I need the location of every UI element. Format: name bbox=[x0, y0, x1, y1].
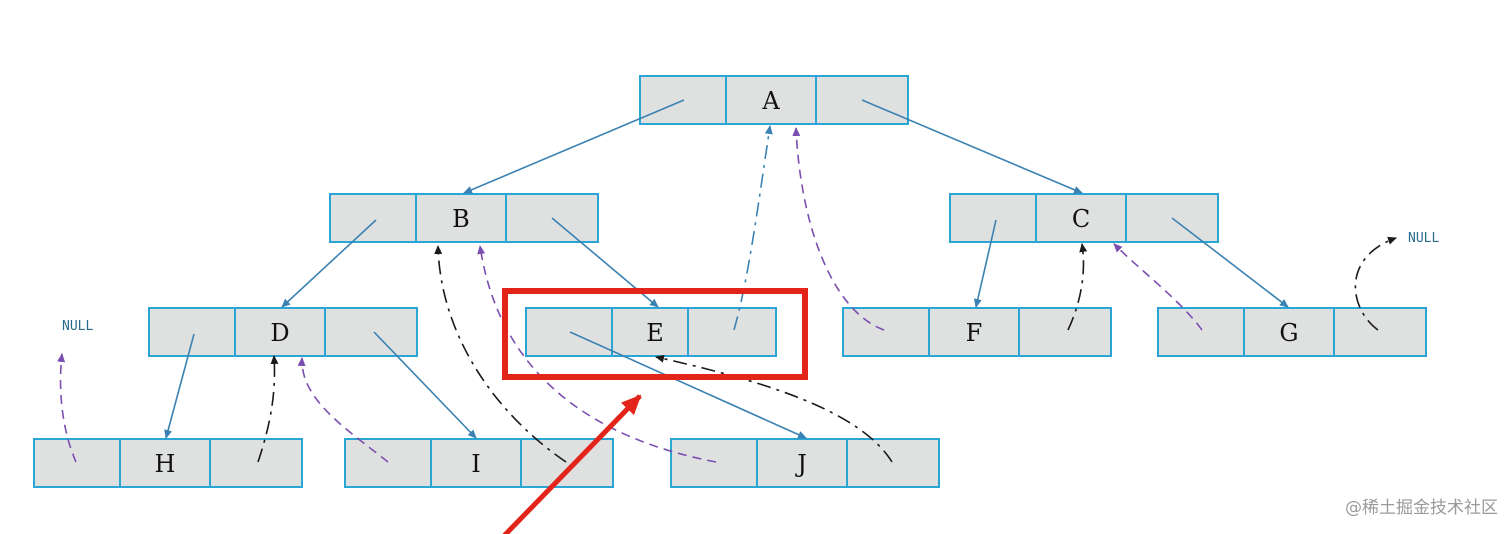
node-H-right-cell bbox=[209, 438, 303, 488]
link-D-to-H bbox=[164, 333, 195, 439]
node-G: G bbox=[1157, 307, 1427, 357]
node-H-data-cell bbox=[119, 438, 211, 488]
node-I-right-cell bbox=[520, 438, 614, 488]
node-C-right-cell bbox=[1125, 193, 1219, 243]
null-label-left: NULL bbox=[62, 319, 93, 334]
node-H-left-cell bbox=[33, 438, 121, 488]
node-D-left-cell bbox=[148, 307, 236, 357]
node-E-data-cell bbox=[611, 307, 689, 357]
node-G-left-cell bbox=[1157, 307, 1245, 357]
thread-F-to-A bbox=[792, 127, 885, 331]
thread-H-to-null bbox=[57, 353, 77, 463]
node-F-data-cell bbox=[928, 307, 1020, 357]
node-J: J bbox=[670, 438, 940, 488]
thread-H-to-D bbox=[257, 355, 279, 463]
node-H-label: H bbox=[155, 450, 176, 478]
node-I: I bbox=[344, 438, 614, 488]
link-A-to-C bbox=[861, 99, 1083, 194]
node-A-data-cell bbox=[725, 75, 817, 125]
node-J-label: J bbox=[794, 450, 807, 478]
thread-E-to-A bbox=[733, 125, 773, 331]
node-B-label: B bbox=[452, 205, 470, 233]
watermark-text: @稀土掘金技术社区 bbox=[1345, 498, 1498, 518]
node-B-left-cell bbox=[329, 193, 417, 243]
node-F-left-cell bbox=[842, 307, 930, 357]
node-D: D bbox=[148, 307, 418, 357]
node-E-left-cell bbox=[525, 307, 613, 357]
node-F-right-cell bbox=[1018, 307, 1112, 357]
child-links bbox=[164, 99, 1289, 439]
node-D-data-cell bbox=[234, 307, 326, 357]
node-C: C bbox=[949, 193, 1219, 243]
link-C-to-F bbox=[973, 219, 997, 308]
thread-G-to-C bbox=[1113, 243, 1203, 331]
thread-F-to-C bbox=[1067, 243, 1088, 331]
null-label-right: NULL bbox=[1408, 231, 1439, 246]
node-H: H bbox=[33, 438, 303, 488]
red-pointer-arrow bbox=[502, 394, 642, 534]
node-E-right-cell bbox=[687, 307, 777, 357]
thread-I-to-B bbox=[434, 245, 567, 463]
link-D-to-I bbox=[373, 331, 477, 439]
thread-J-to-E bbox=[655, 354, 893, 463]
node-F: F bbox=[842, 307, 1112, 357]
node-C-data-cell bbox=[1035, 193, 1127, 243]
link-A-to-B bbox=[463, 99, 685, 194]
highlight-box-node-E bbox=[502, 288, 808, 380]
node-A: A bbox=[639, 75, 909, 125]
node-A-label: A bbox=[761, 87, 780, 115]
node-D-label: D bbox=[270, 319, 289, 347]
link-E-to-J bbox=[569, 331, 807, 439]
thread-links bbox=[57, 125, 1397, 463]
link-C-to-G bbox=[1171, 217, 1289, 308]
node-I-label: I bbox=[471, 450, 480, 478]
node-F-label: F bbox=[966, 319, 983, 347]
thread-G-to-null bbox=[1354, 236, 1397, 331]
node-B: B bbox=[329, 193, 599, 243]
node-D-right-cell bbox=[324, 307, 418, 357]
node-J-left-cell bbox=[670, 438, 758, 488]
node-C-label: C bbox=[1072, 205, 1090, 233]
node-E-label: E bbox=[646, 319, 664, 347]
node-G-data-cell bbox=[1243, 307, 1335, 357]
thread-J-to-B bbox=[477, 245, 717, 463]
node-I-left-cell bbox=[344, 438, 432, 488]
node-G-label: G bbox=[1279, 319, 1298, 347]
link-B-to-D bbox=[281, 219, 377, 308]
node-E: E bbox=[525, 307, 777, 357]
node-G-right-cell bbox=[1333, 307, 1427, 357]
thread-I-to-D bbox=[297, 357, 389, 463]
node-J-right-cell bbox=[846, 438, 940, 488]
